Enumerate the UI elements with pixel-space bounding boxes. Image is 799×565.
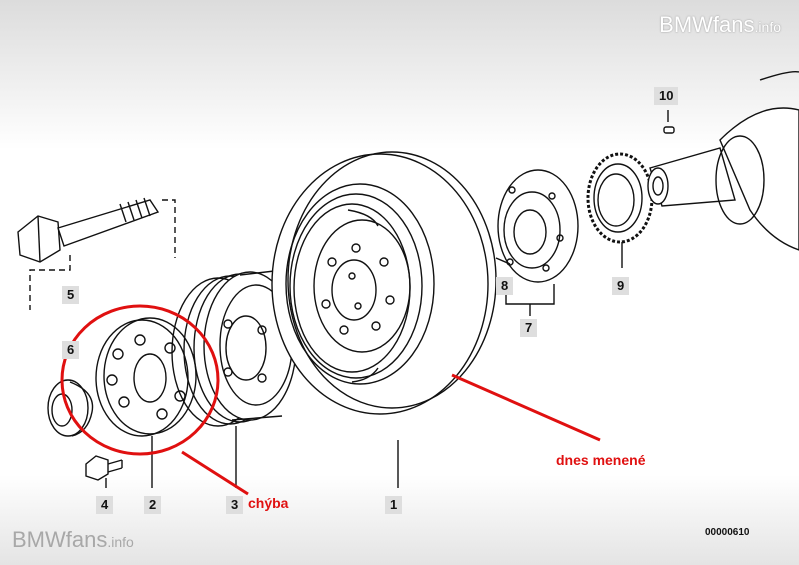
- watermark-bottom: BMWfans.info: [12, 527, 134, 552]
- part-label-2: 2: [144, 496, 162, 514]
- sprocket-part-9: [586, 152, 654, 268]
- red-annotations: [60, 304, 601, 496]
- missing-part-circle: [60, 304, 220, 456]
- part-label-7: 7: [520, 319, 538, 337]
- footer-gradient: [0, 475, 799, 565]
- header-gradient: [0, 0, 799, 150]
- part-label-4: 4: [96, 496, 114, 514]
- replaced-pointer-line: [451, 373, 601, 442]
- watermark-top: BMWfans.info: [659, 12, 781, 37]
- crankshaft: [647, 70, 799, 251]
- hub-plate-part-2: [95, 317, 197, 437]
- leader-lines: [105, 426, 399, 488]
- diagram-code: 00000610: [705, 527, 750, 538]
- damper-part-1: [271, 151, 497, 415]
- bolt-part-5: [17, 197, 176, 310]
- replaced-annotation: dnes menené: [556, 452, 646, 468]
- missing-annotation: chýba: [248, 495, 289, 511]
- washer-part-6: [47, 379, 94, 437]
- part-label-1: 1: [385, 496, 403, 514]
- missing-pointer-line: [181, 450, 249, 496]
- part-label-9: 9: [612, 277, 630, 295]
- pulley-part-3: [171, 267, 301, 427]
- bolt-part-4: [85, 455, 123, 481]
- part-label-10: 10: [654, 87, 679, 105]
- part-label-3: 3: [226, 496, 244, 514]
- part-label-8: 8: [496, 277, 514, 295]
- part-label-6: 6: [62, 341, 80, 359]
- part-label-5: 5: [62, 286, 80, 304]
